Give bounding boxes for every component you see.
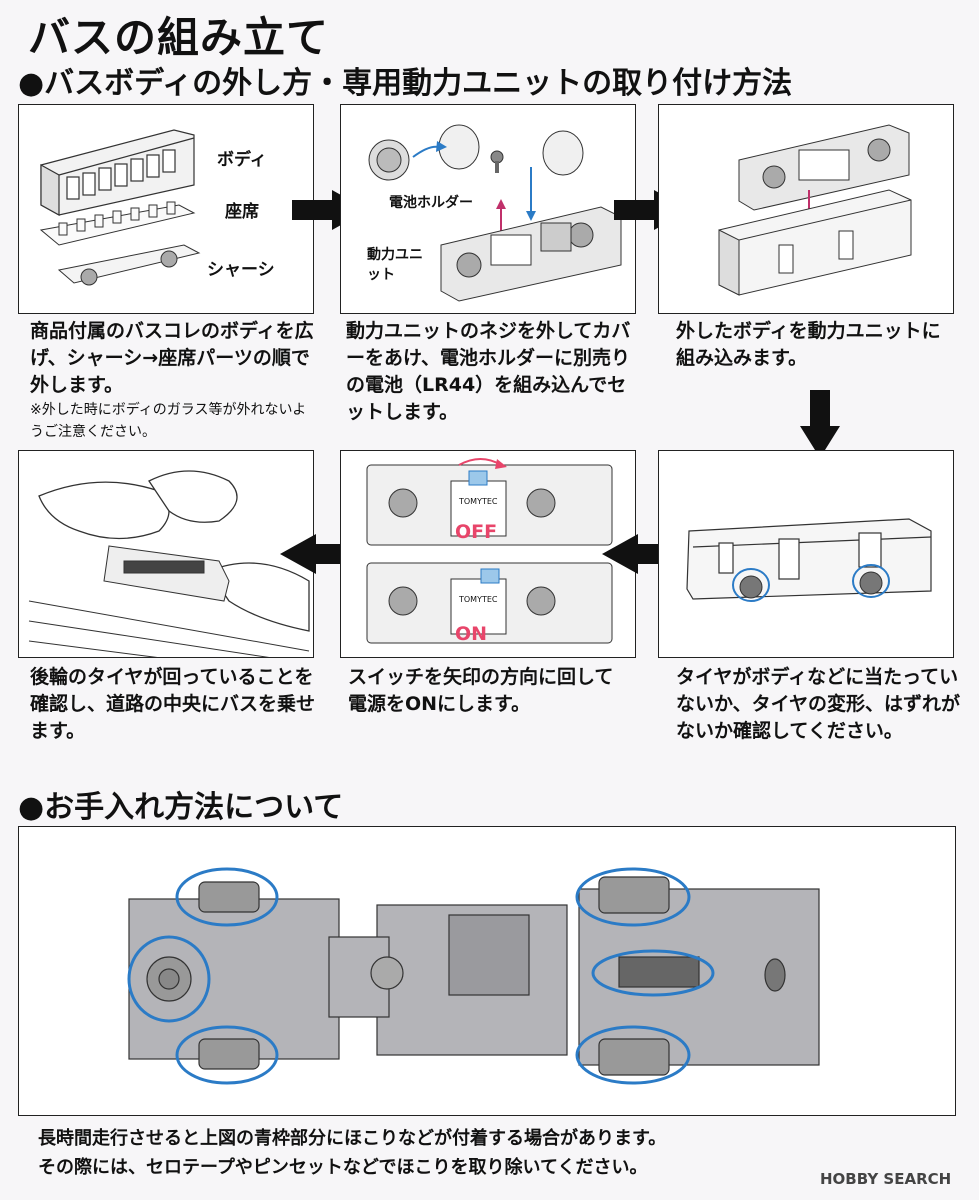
step1-description: 商品付属のバスコレのボディを広げ、シャーシ→座席パーツの順で外します。 ※外した…	[30, 318, 320, 443]
watermark-logo: HOBBY SEARCH	[820, 1170, 952, 1188]
switch-on-label: ON	[455, 623, 488, 645]
step3-description: 外したボディを動力ユニットに組み込みます。	[676, 320, 941, 369]
bus-wheel-check-illustration	[686, 518, 932, 602]
switch-illustration	[366, 458, 613, 644]
maintenance-note-line1: 長時間走行させると上図の青枠部分にほこりなどが付着する場合があります。	[38, 1128, 667, 1149]
arrow-left-icon	[280, 534, 356, 574]
chassis-underside-illustration	[127, 867, 820, 1085]
step6-panel	[18, 450, 314, 658]
step5-panel: TOMYTEC TOMYTEC OFF ON	[340, 450, 636, 658]
step2-description: 動力ユニットのネジを外してカバーをあけ、電池ホルダーに別売りの電池（LR44）を…	[346, 320, 631, 423]
maintenance-panel	[18, 826, 956, 1116]
page-title: バスの組み立て	[28, 13, 330, 62]
hand-placing-bus-illustration	[28, 470, 310, 657]
section-heading-maintenance: ●お手入れ方法について	[18, 790, 344, 825]
switch-off-label: OFF	[455, 521, 498, 543]
maintenance-note: 長時間走行させると上図の青枠部分にほこりなどが付着する場合があります。 その際に…	[38, 1124, 666, 1182]
label-battery-holder: 電池ホルダー	[389, 195, 473, 211]
step2-panel: 電池ホルダー 動力ユニット	[340, 104, 636, 314]
label-seat: 座席	[225, 202, 259, 222]
label-body: ボディ	[217, 150, 267, 170]
brand-label-off: TOMYTEC	[459, 497, 498, 506]
step4-description: タイヤがボディなどに当たっていないか、タイヤの変形、はずれがないか確認してくださ…	[676, 666, 961, 742]
step1-panel: ボディ 座席 シャーシ	[18, 104, 314, 314]
label-power-unit: 動力ユニット	[367, 247, 423, 283]
label-chassis: シャーシ	[207, 260, 275, 280]
power-unit-illustration	[368, 124, 622, 302]
brand-label-on: TOMYTEC	[459, 595, 498, 604]
step3-panel	[658, 104, 954, 314]
step1-text: 商品付属のバスコレのボディを広げ、シャーシ→座席パーツの順で外します。	[30, 320, 314, 396]
step4-panel	[658, 450, 954, 658]
step5-description: スイッチを矢印の方向に回して電源をONにします。	[348, 666, 614, 715]
body-install-illustration	[718, 124, 912, 296]
maintenance-note-line2: その際には、セロテープやピンセットなどでほこりを取り除いてください。	[38, 1157, 648, 1178]
step1-note: ※外した時にボディのガラス等が外れないようご注意ください。	[30, 402, 307, 440]
section-heading-assembly: ●バスボディの外し方・専用動力ユニットの取り付け方法	[18, 66, 793, 101]
arrow-down-icon	[800, 390, 840, 458]
step6-description: 後輪のタイヤが回っていることを確認し、道路の中央にバスを乗せます。	[30, 666, 316, 742]
bus-disassembly-illustration	[39, 129, 201, 286]
